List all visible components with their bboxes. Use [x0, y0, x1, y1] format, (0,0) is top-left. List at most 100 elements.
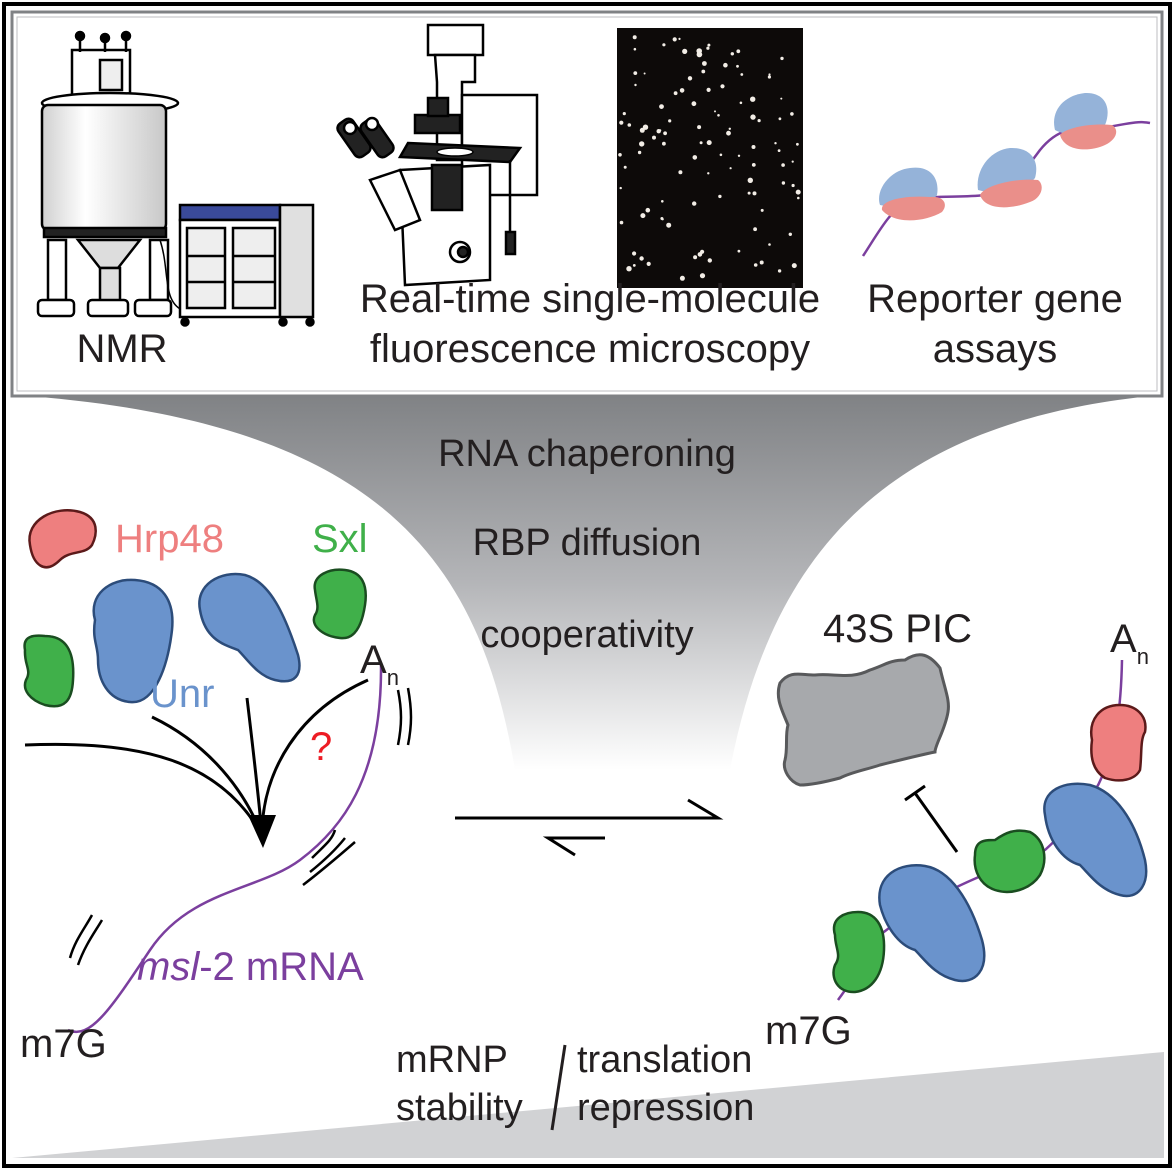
fluorescence-spot [781, 181, 786, 185]
fluorescence-spot [699, 273, 706, 279]
equilibrium-arrows-icon [455, 798, 724, 857]
polyA-right: An [1110, 617, 1149, 669]
fluorescence-spot [662, 141, 666, 146]
fluorescence-spot [768, 73, 771, 76]
fluorescence-spot [623, 165, 627, 169]
fluorescence-spot [750, 96, 756, 102]
fluorescence-spot [718, 194, 722, 199]
method-label-smfm-line1: Real-time single-molecule [360, 277, 820, 321]
fluorescence-spot [633, 71, 638, 75]
fluorescence-spot [622, 112, 626, 116]
fluorescence-spot [639, 256, 644, 261]
sxl-protein-right [312, 568, 367, 640]
fluorescence-spot [633, 47, 637, 51]
fluorescence-spot [697, 252, 703, 257]
concept-rna-chaperoning: RNA chaperoning [438, 433, 736, 475]
fluorescence-spot [687, 76, 693, 81]
fluorescence-spot [691, 101, 697, 107]
fluorescence-spot [781, 163, 785, 167]
fluorescence-spot [637, 150, 642, 155]
fluorescence-spot [696, 48, 702, 54]
fluorescence-spot [662, 43, 666, 47]
unr-protein-bound-2 [1043, 782, 1148, 898]
fluorescence-spot [692, 155, 698, 160]
fluorescence-spot [643, 72, 646, 75]
fluorescence-spot [759, 260, 764, 265]
fluorescence-spot [619, 220, 624, 225]
fluorescence-spot [707, 172, 710, 175]
fluorescence-spot [720, 84, 725, 89]
fluorescence-spot [642, 124, 649, 130]
hrp48-label: Hrp48 [115, 517, 224, 561]
fluorescence-spot [632, 251, 637, 256]
fluorescence-spot [767, 75, 772, 79]
fluorescence-spot [660, 217, 664, 220]
fluorescence-spot [747, 191, 751, 195]
fluorescence-spot [719, 153, 723, 157]
single-molecule-image [617, 28, 803, 288]
fluorescence-spot [760, 208, 764, 212]
fluorescence-spot [706, 140, 712, 146]
fluorescence-spot [702, 61, 707, 66]
fluorescence-spot [791, 183, 795, 188]
outcome-repression: repression [577, 1087, 754, 1129]
polyA-left: An [360, 638, 399, 690]
outcome-mrnp: mRNP [396, 1039, 508, 1081]
fluorescence-spot [652, 135, 656, 140]
method-label-smfm-line2: fluorescence microscopy [370, 327, 810, 371]
fluorescence-spot [640, 213, 646, 219]
fluorescence-spot [736, 49, 741, 54]
fluorescence-spot [626, 266, 632, 272]
arrowhead [248, 815, 276, 848]
fluorescence-spot [726, 130, 731, 136]
sxl-protein-bound-2 [973, 829, 1046, 894]
unr-label: Unr [150, 672, 214, 716]
fluorescence-spot [750, 114, 756, 120]
fluorescence-spot [788, 232, 792, 236]
fluorescence-spot [751, 163, 756, 167]
fluorescence-spot [672, 37, 677, 42]
fluorescence-spot [714, 110, 716, 113]
fluorescence-spot [717, 114, 720, 117]
fluorescence-spot [753, 263, 758, 267]
sxl-protein-left [23, 634, 75, 708]
fluorescence-spot [619, 186, 622, 190]
fluorescence-spot [682, 48, 688, 55]
ribosome-label: 43S PIC [823, 607, 972, 651]
fluorescence-spot [673, 91, 678, 96]
fluorescence-spot [737, 154, 741, 157]
ribosome-1 [879, 167, 945, 221]
fluorescence-spot [778, 117, 782, 121]
unr-protein-2 [198, 572, 301, 683]
fluorescence-spot [737, 249, 741, 253]
fluorescence-spot [795, 189, 801, 195]
fluorescence-spot [619, 120, 624, 125]
fluorescence-spot [678, 170, 683, 175]
fluorescence-spot [661, 200, 664, 203]
msl2-mrna-strand [67, 664, 383, 1033]
fluorescence-spot [768, 243, 771, 246]
fluorescence-spot [663, 131, 667, 136]
fluorescence-spot [730, 52, 734, 56]
fluorescence-spot [678, 37, 681, 41]
fluorescence-spot [723, 62, 728, 68]
fluorescence-spot [706, 87, 711, 92]
fluorescence-spot [646, 261, 651, 266]
translating-ribosomes-icon [861, 92, 1151, 257]
43s-pic-ribosome [776, 653, 950, 787]
sxl-protein-bound-1 [832, 910, 886, 994]
outcome-translation: translation [577, 1039, 752, 1081]
fluorescence-spot [699, 141, 703, 145]
fluorescence-spot [797, 196, 800, 200]
fluorescence-spot [632, 264, 636, 267]
fluorescence-spot [668, 119, 672, 123]
fluorescence-spot [697, 125, 702, 130]
method-label-reporter-line2: assays [933, 327, 1058, 371]
cap-right-label: m7G [765, 1009, 852, 1053]
question-mark: ? [310, 725, 332, 769]
cap-left-label: m7G [20, 1022, 107, 1066]
fluorescence-spot [777, 269, 782, 273]
fluorescence-spot [752, 191, 757, 196]
fluorescence-spot [701, 69, 706, 74]
unr-protein-1 [92, 578, 174, 704]
